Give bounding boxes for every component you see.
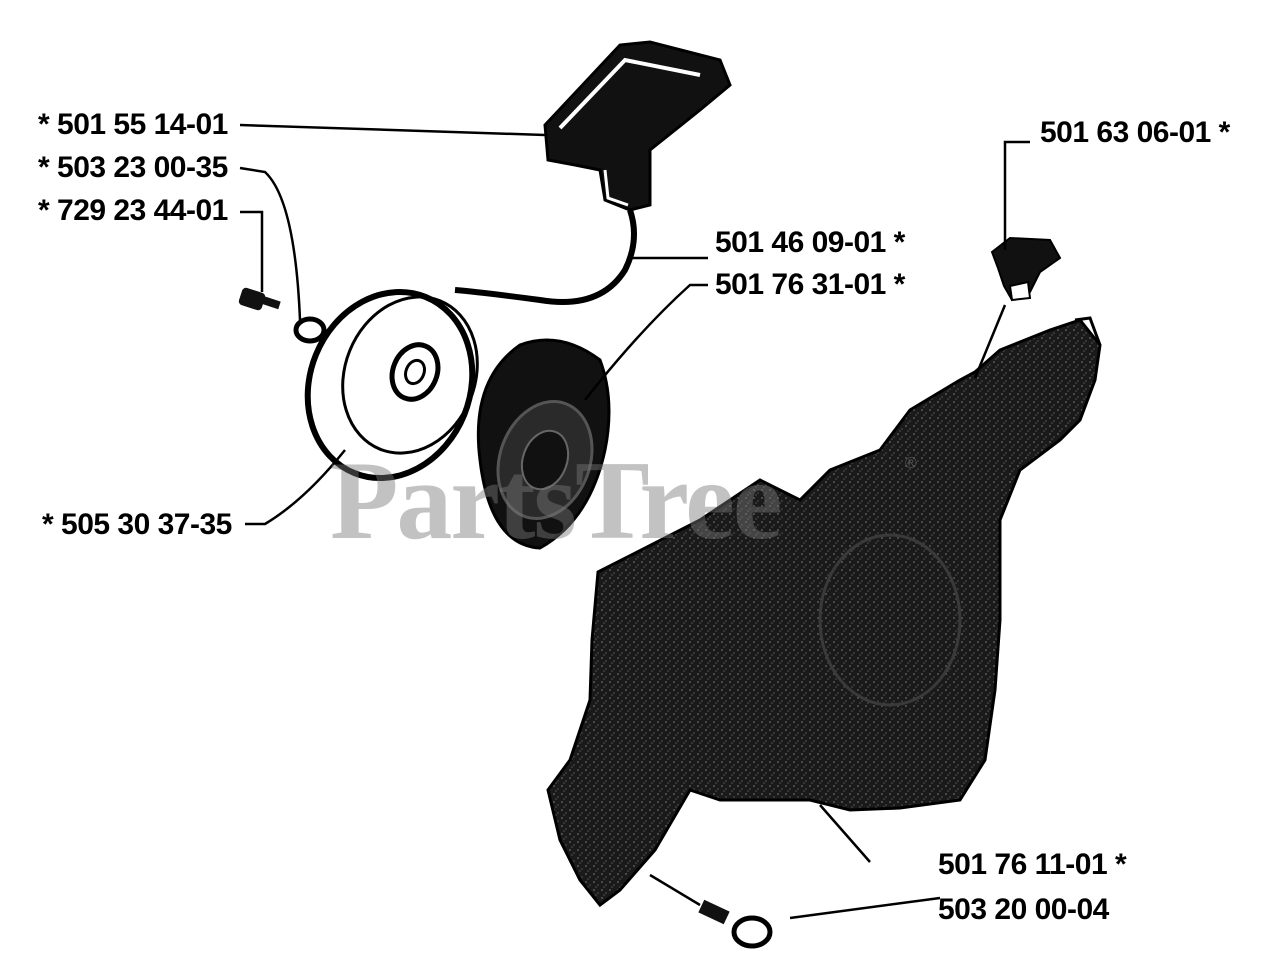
leader-lines xyxy=(239,123,1030,920)
part-label-503-23-00-35: * 503 23 00-35 xyxy=(38,151,228,184)
part-label-501-76-11-01: 501 76 11-01 * xyxy=(938,848,1127,881)
part-label-501-76-31-01: 501 76 31-01 * xyxy=(715,268,905,301)
part-label-501-46-09-01: 501 46 09-01 * xyxy=(715,226,905,259)
part-label-729-23-44-01: * 729 23 44-01 xyxy=(38,194,228,227)
starter-pulley xyxy=(304,288,479,482)
starter-cord xyxy=(454,209,637,305)
watermark-trademark: ® xyxy=(905,455,917,472)
starter-handle xyxy=(543,40,732,212)
bushing-part xyxy=(990,236,1062,302)
part-label-503-20-00-04: 503 20 00-04 xyxy=(938,893,1109,926)
part-label-505-30-37-35: * 505 30 37-35 xyxy=(42,508,232,541)
screw-bottom xyxy=(698,899,773,949)
part-label-501-55-14-01: * 501 55 14-01 xyxy=(38,108,228,141)
screw-washer-left xyxy=(238,287,327,344)
starter-cover xyxy=(546,316,1102,908)
watermark: PartsTree xyxy=(330,439,783,563)
spring-housing xyxy=(476,338,611,550)
part-label-501-63-06-01: 501 63 06-01 * xyxy=(1040,116,1230,149)
